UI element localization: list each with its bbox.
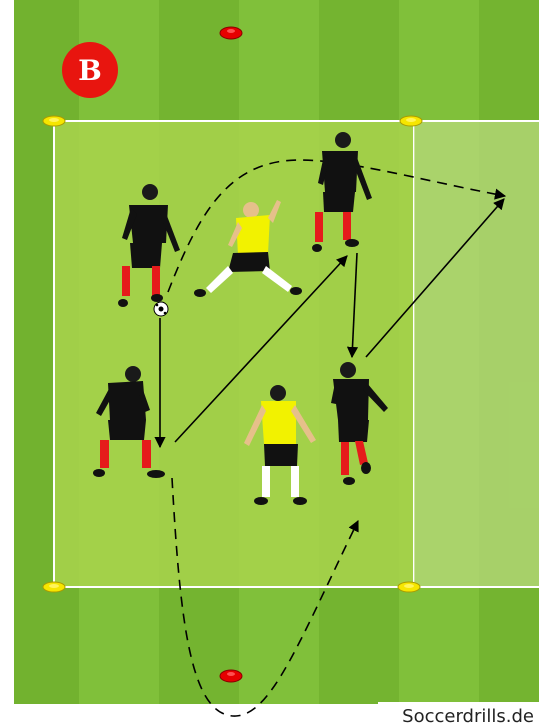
ball-icon	[154, 302, 168, 316]
cone-icon	[43, 116, 65, 126]
grid-area	[54, 121, 414, 587]
cone-icon	[220, 27, 242, 39]
cone-icon	[43, 582, 65, 592]
cone-icon	[220, 670, 242, 682]
variation-badge: B	[62, 42, 118, 98]
cone-icon	[398, 582, 420, 592]
watermark: Soccerdrills.de	[402, 706, 534, 727]
cone-icon	[400, 116, 422, 126]
badge-label: B	[78, 54, 102, 87]
